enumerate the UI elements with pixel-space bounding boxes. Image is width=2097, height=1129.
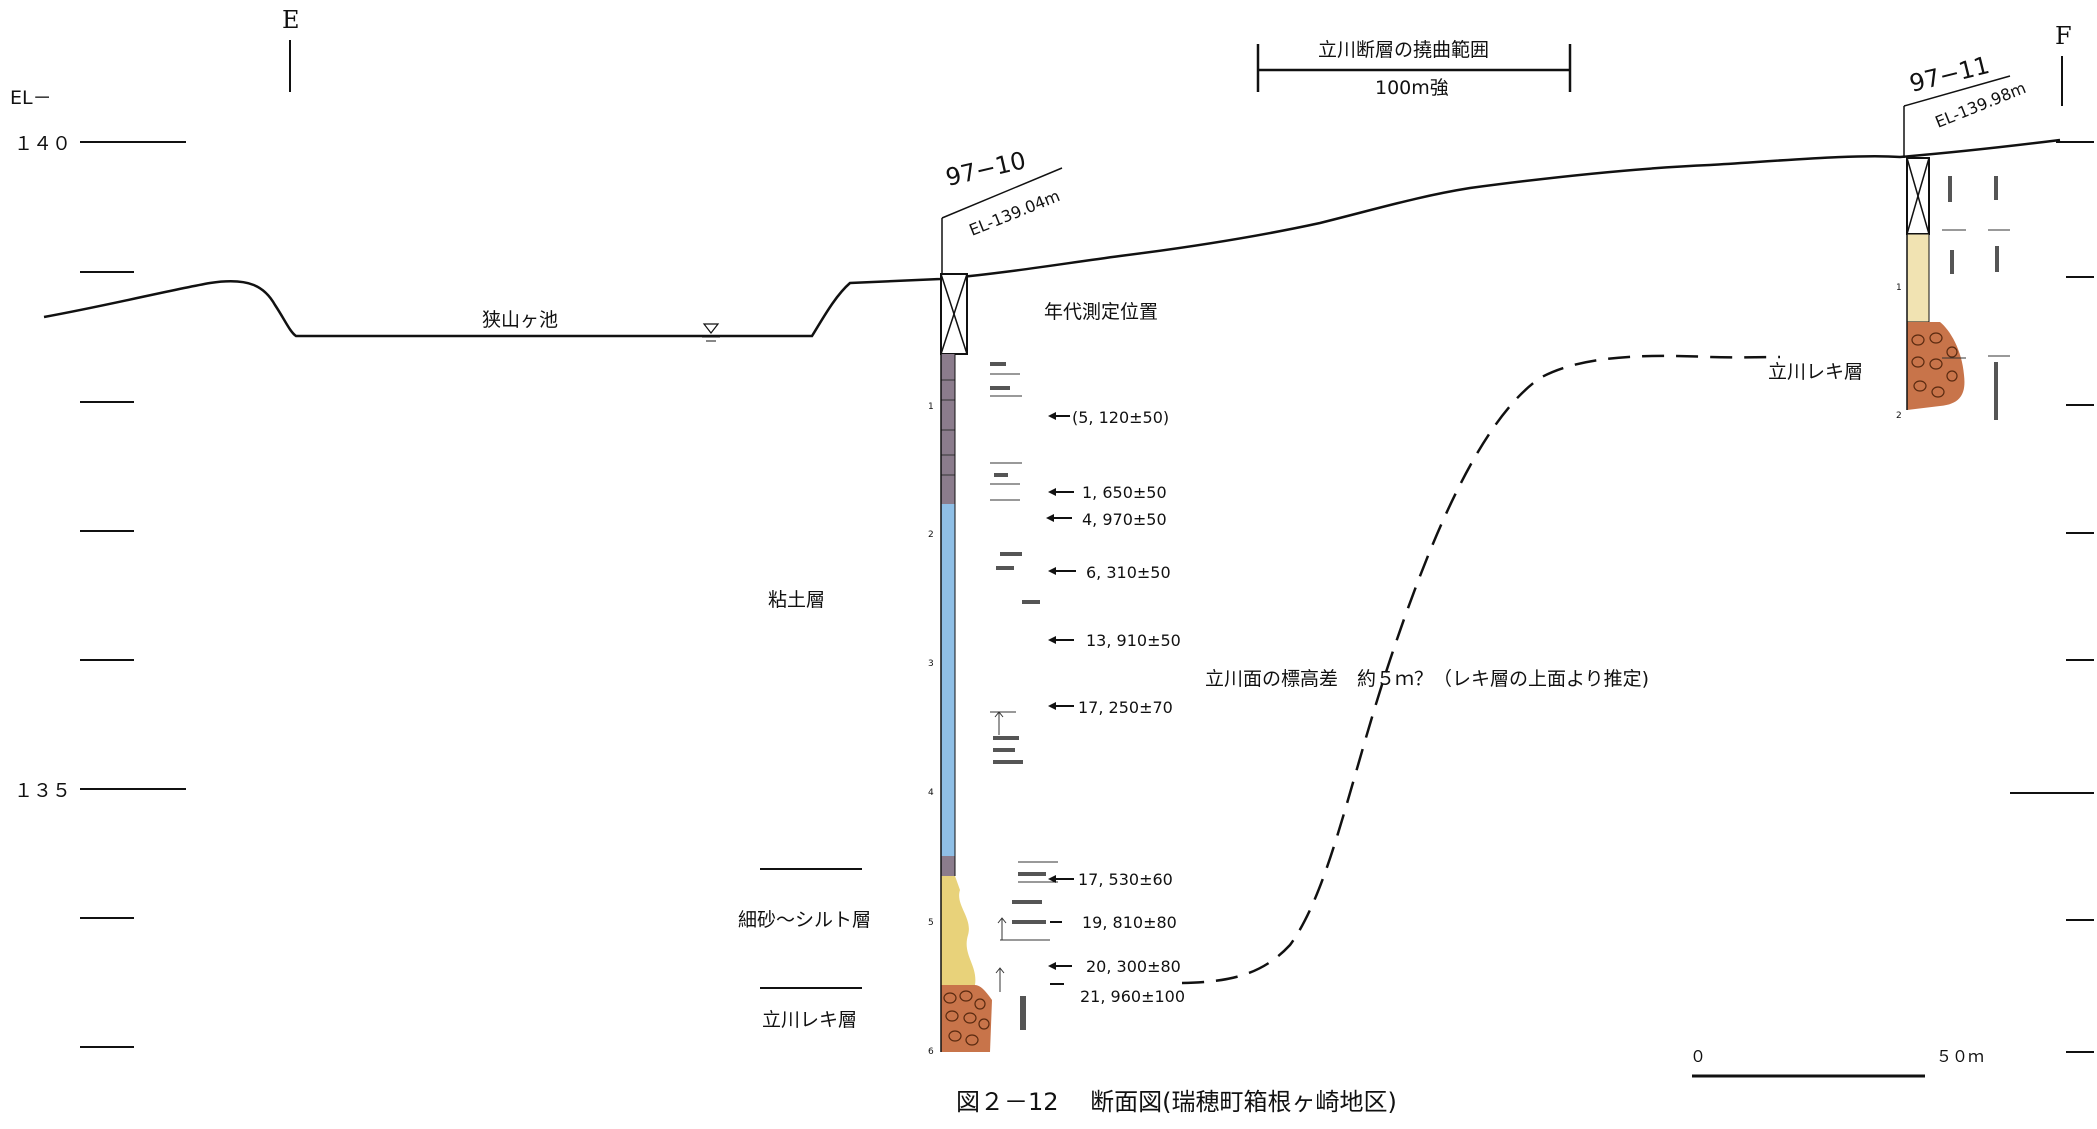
depth-6: 6 <box>928 1047 934 1057</box>
height-diff-note: 立川面の標高差 約５ｍ？（レキ層の上面より推定) <box>1205 668 1649 690</box>
date-arrowheads <box>1046 412 1056 970</box>
date-9: 20, 300±80 <box>1086 957 1181 976</box>
scale-bar: ０ ５０ｍ <box>1690 1047 1984 1078</box>
depth-5: 5 <box>928 918 934 928</box>
depth-1: 1 <box>928 402 934 412</box>
log-notes <box>990 373 1058 992</box>
fault-range-title: 立川断層の撓曲範囲 <box>1318 39 1489 61</box>
figure-caption: 図２－12 断面図(瑞穂町箱根ヶ崎地区) <box>956 1088 1397 1116</box>
date-7: 17, 530±60 <box>1078 870 1173 889</box>
layer-gravel-left-label: 立川レキ層 <box>762 1009 857 1031</box>
layer-silt-label: 細砂～シルト層 <box>738 909 871 931</box>
date-2: 1, 650±50 <box>1082 483 1167 502</box>
borehole-97-10-column: 1 2 3 4 5 6 <box>928 273 1058 1057</box>
inferred-gravel-surface-dashed <box>1181 354 1781 985</box>
section-end-e: E <box>282 6 300 92</box>
right-log-notes <box>1942 176 2010 420</box>
section-end-f-label: F <box>2055 22 2072 50</box>
date-5: 13, 910±50 <box>1086 631 1181 650</box>
depth-2: 2 <box>928 530 934 540</box>
el-label: EL－ <box>10 87 52 109</box>
scale-bar-start: ０ <box>1690 1047 1706 1066</box>
fault-range-bracket: 立川断層の撓曲範囲 100m強 <box>1256 39 1572 99</box>
depth-3: 3 <box>928 659 934 669</box>
layer-gravel-right-label: 立川レキ層 <box>1768 361 1863 383</box>
date-1: (5, 120±50) <box>1072 408 1169 427</box>
dating-heading: 年代測定位置 <box>1044 301 1158 323</box>
section-end-f: F <box>2055 22 2072 106</box>
borehole-97-11-column: 1 2 <box>1896 157 2010 421</box>
fault-range-width: 100m強 <box>1375 77 1449 99</box>
log-text-marks <box>990 362 1046 1030</box>
borehole-97-11-header: 97−11 EL-139.98m <box>1903 51 2029 158</box>
tick-label-140: １４０ <box>14 133 71 155</box>
date-markers <box>1048 415 1076 985</box>
date-10: 21, 960±100 <box>1080 987 1185 1006</box>
ground-surface-line <box>43 138 2061 338</box>
layer-clay-label: 粘土層 <box>768 589 825 611</box>
right-depth-2: 2 <box>1896 411 1902 421</box>
depth-4: 4 <box>928 788 934 798</box>
borehole-97-10-header: 97−10 EL-139.04m <box>941 146 1063 276</box>
pond-label: 狭山ヶ池 <box>482 309 558 331</box>
borehole-97-10-elev: EL-139.04m <box>966 186 1062 240</box>
section-end-e-label: E <box>282 6 300 34</box>
borehole-97-11-id: 97−11 <box>1907 51 1993 98</box>
date-6: 17, 250±70 <box>1078 698 1173 717</box>
tick-label-135: １３５ <box>14 780 71 802</box>
date-8: 19, 810±80 <box>1082 913 1177 932</box>
scale-bar-end: ５０ｍ <box>1936 1047 1984 1066</box>
right-depth-1: 1 <box>1896 283 1902 293</box>
right-elevation-axis <box>2010 141 2094 1053</box>
date-3: 4, 970±50 <box>1082 510 1167 529</box>
water-level-icon <box>702 323 720 342</box>
borehole-97-10-id: 97−10 <box>943 146 1028 192</box>
left-elevation-axis: EL－ １４０ １３５ <box>10 87 186 1048</box>
date-4: 6, 310±50 <box>1086 563 1171 582</box>
